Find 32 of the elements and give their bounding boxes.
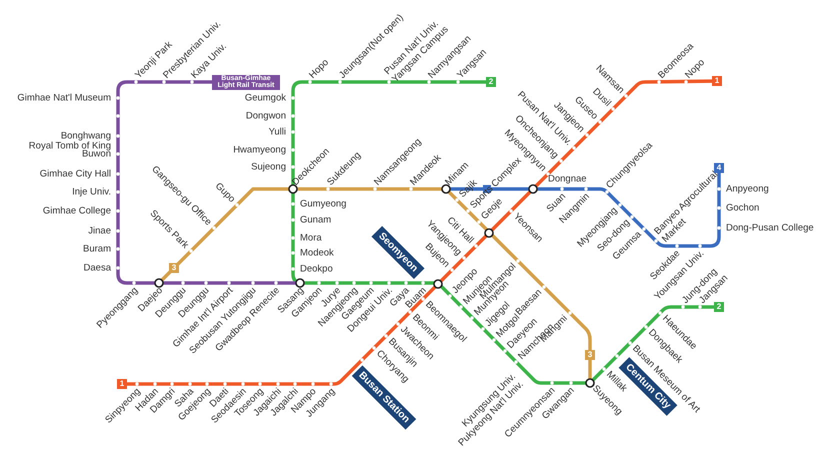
station-label: Dongwon	[246, 110, 286, 122]
station-label: Hwamyeong	[233, 144, 286, 156]
station-label: Daesa	[84, 262, 111, 274]
line-number-badge: 1	[117, 379, 127, 389]
station-label: Royal Tomb of King	[28, 140, 111, 152]
station-label: Gimhae City Hall	[40, 168, 111, 180]
station-label: Jinae	[88, 226, 111, 236]
station-label: Buwon	[82, 148, 111, 160]
station-label: Modeok	[300, 248, 334, 258]
station-label: Gimhae Nat'l Museum	[17, 92, 111, 104]
station-label: Mora	[300, 232, 322, 244]
station-label: Gumyeong	[300, 198, 346, 210]
line-number-badge: 2	[486, 77, 496, 87]
station-label: Bonghwang	[60, 130, 111, 142]
line-number-badge: 1	[712, 76, 722, 86]
transfer-station-marker	[295, 278, 305, 288]
station-label: Deokpo	[300, 264, 333, 274]
station-label: Anpyeong	[726, 184, 769, 194]
line-number-badge: 3	[169, 263, 179, 273]
station-label: Geumgok	[244, 92, 286, 104]
line-number-badge: 4	[714, 163, 724, 173]
station-label: Dong-Pusan College	[726, 222, 814, 234]
station-label: Gunam	[300, 214, 332, 226]
station-label: Gimhae College	[42, 206, 111, 216]
station-label: Inje Univ.	[72, 186, 111, 198]
station-label: Dongnae	[548, 174, 587, 184]
station-label: Buram	[83, 244, 111, 254]
station-label: Gochon	[726, 202, 760, 214]
station-label: Yulli	[268, 126, 286, 138]
station-label: Sujeong	[251, 162, 286, 172]
line-number-badge: 3	[585, 350, 595, 360]
line-number-badge: 2	[714, 302, 724, 312]
